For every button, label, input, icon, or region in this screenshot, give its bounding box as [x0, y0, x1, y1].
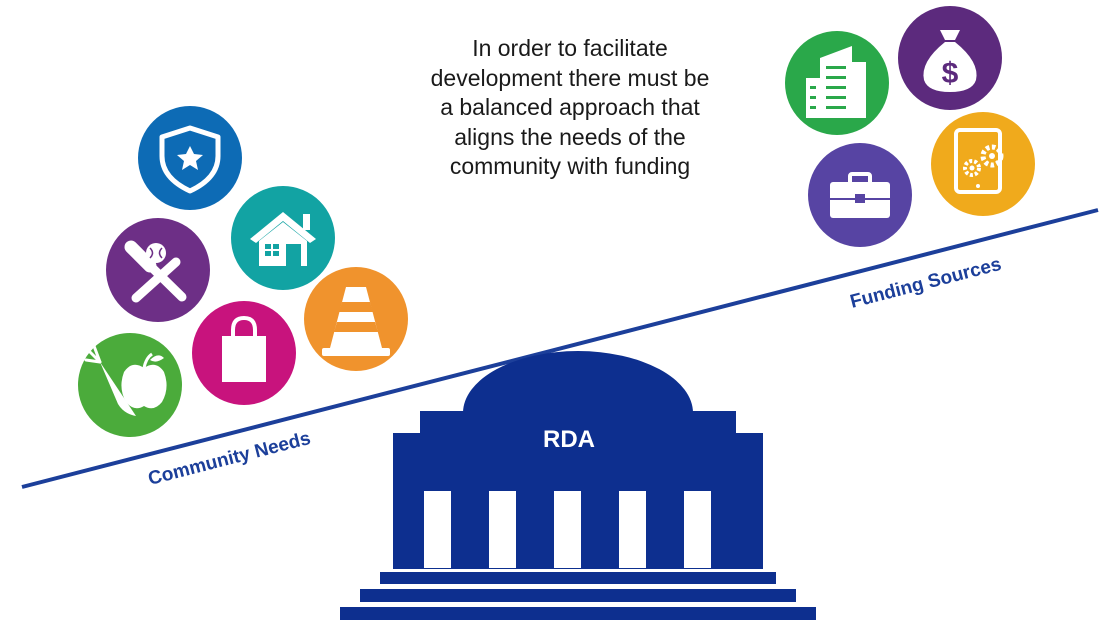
column-gap: [424, 491, 451, 568]
building-colonnade: [424, 491, 711, 568]
column-gap: [489, 491, 516, 568]
caption-line: development there must be: [430, 64, 710, 91]
office-building-icon: [806, 46, 866, 118]
caption-line: In order to facilitate: [472, 35, 668, 61]
tablet-gears-circle: [931, 112, 1035, 216]
shopping-bag-icon: [222, 315, 266, 382]
house-circle: [231, 186, 335, 290]
community-needs-label: Community Needs: [146, 428, 313, 490]
baseball-circle: [106, 218, 210, 322]
money-bag-circle: $: [898, 6, 1002, 110]
baseball-bat-icon: [124, 240, 187, 303]
apple-carrot-icon: [84, 344, 167, 416]
caption-text: In order to facilitate development there…: [395, 34, 745, 182]
building-step-2: [360, 589, 796, 602]
building-step-3: [340, 607, 816, 620]
caption-line: aligns the needs of the: [454, 123, 686, 150]
column-gap: [684, 491, 711, 568]
building-dome: [463, 351, 693, 413]
traffic-cone-circle: [304, 267, 408, 371]
caption-line: a balanced approach that: [440, 94, 700, 120]
briefcase-icon: [830, 172, 890, 218]
police-badge-circle: [138, 106, 242, 210]
building-step-1: [380, 572, 776, 584]
circle-bg: [931, 112, 1035, 216]
briefcase-circle: [808, 143, 912, 247]
traffic-cone-icon: [322, 287, 390, 356]
balance-line: [21, 208, 1099, 489]
tablet-gears-icon: [954, 128, 1004, 194]
fresh-food-circle: [78, 333, 182, 437]
police-badge-icon: [159, 125, 221, 194]
funding-sources-label: Funding Sources: [848, 254, 1004, 313]
column-gap: [554, 491, 581, 568]
caption-line: community with funding: [449, 153, 691, 179]
column-gap: [619, 491, 646, 568]
building-upper-tier: [420, 411, 736, 435]
office-building-circle: [785, 31, 889, 135]
rda-building: [340, 351, 816, 620]
house-icon: [250, 212, 316, 266]
svg-text:$: $: [942, 57, 959, 90]
money-bag-icon: $: [923, 30, 977, 92]
rda-label: RDA: [543, 426, 595, 453]
shopping-bag-circle: [192, 301, 296, 405]
